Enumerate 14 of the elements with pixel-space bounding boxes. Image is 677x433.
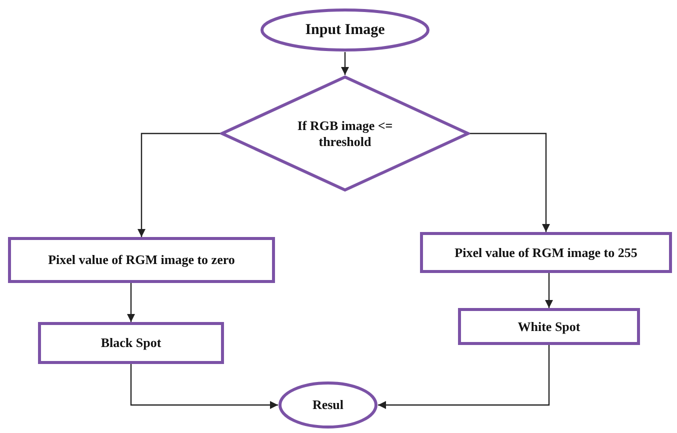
arrow <box>378 345 550 409</box>
arrow <box>130 364 278 409</box>
arrow <box>470 132 550 232</box>
arrow <box>341 52 349 75</box>
node-label: Resul <box>312 397 344 413</box>
arrow <box>138 132 220 237</box>
arrow <box>545 273 553 308</box>
node-label: White Spot <box>518 318 580 334</box>
node-label: Pixel value of RGM image to 255 <box>454 244 638 260</box>
node-label: If RGB image <= threshold <box>296 118 394 150</box>
node-label: Black Spot <box>100 335 162 351</box>
node-label: Input Image <box>305 22 385 38</box>
arrow <box>127 283 135 322</box>
node-label: Pixel value of RGM image to zero <box>48 252 235 268</box>
